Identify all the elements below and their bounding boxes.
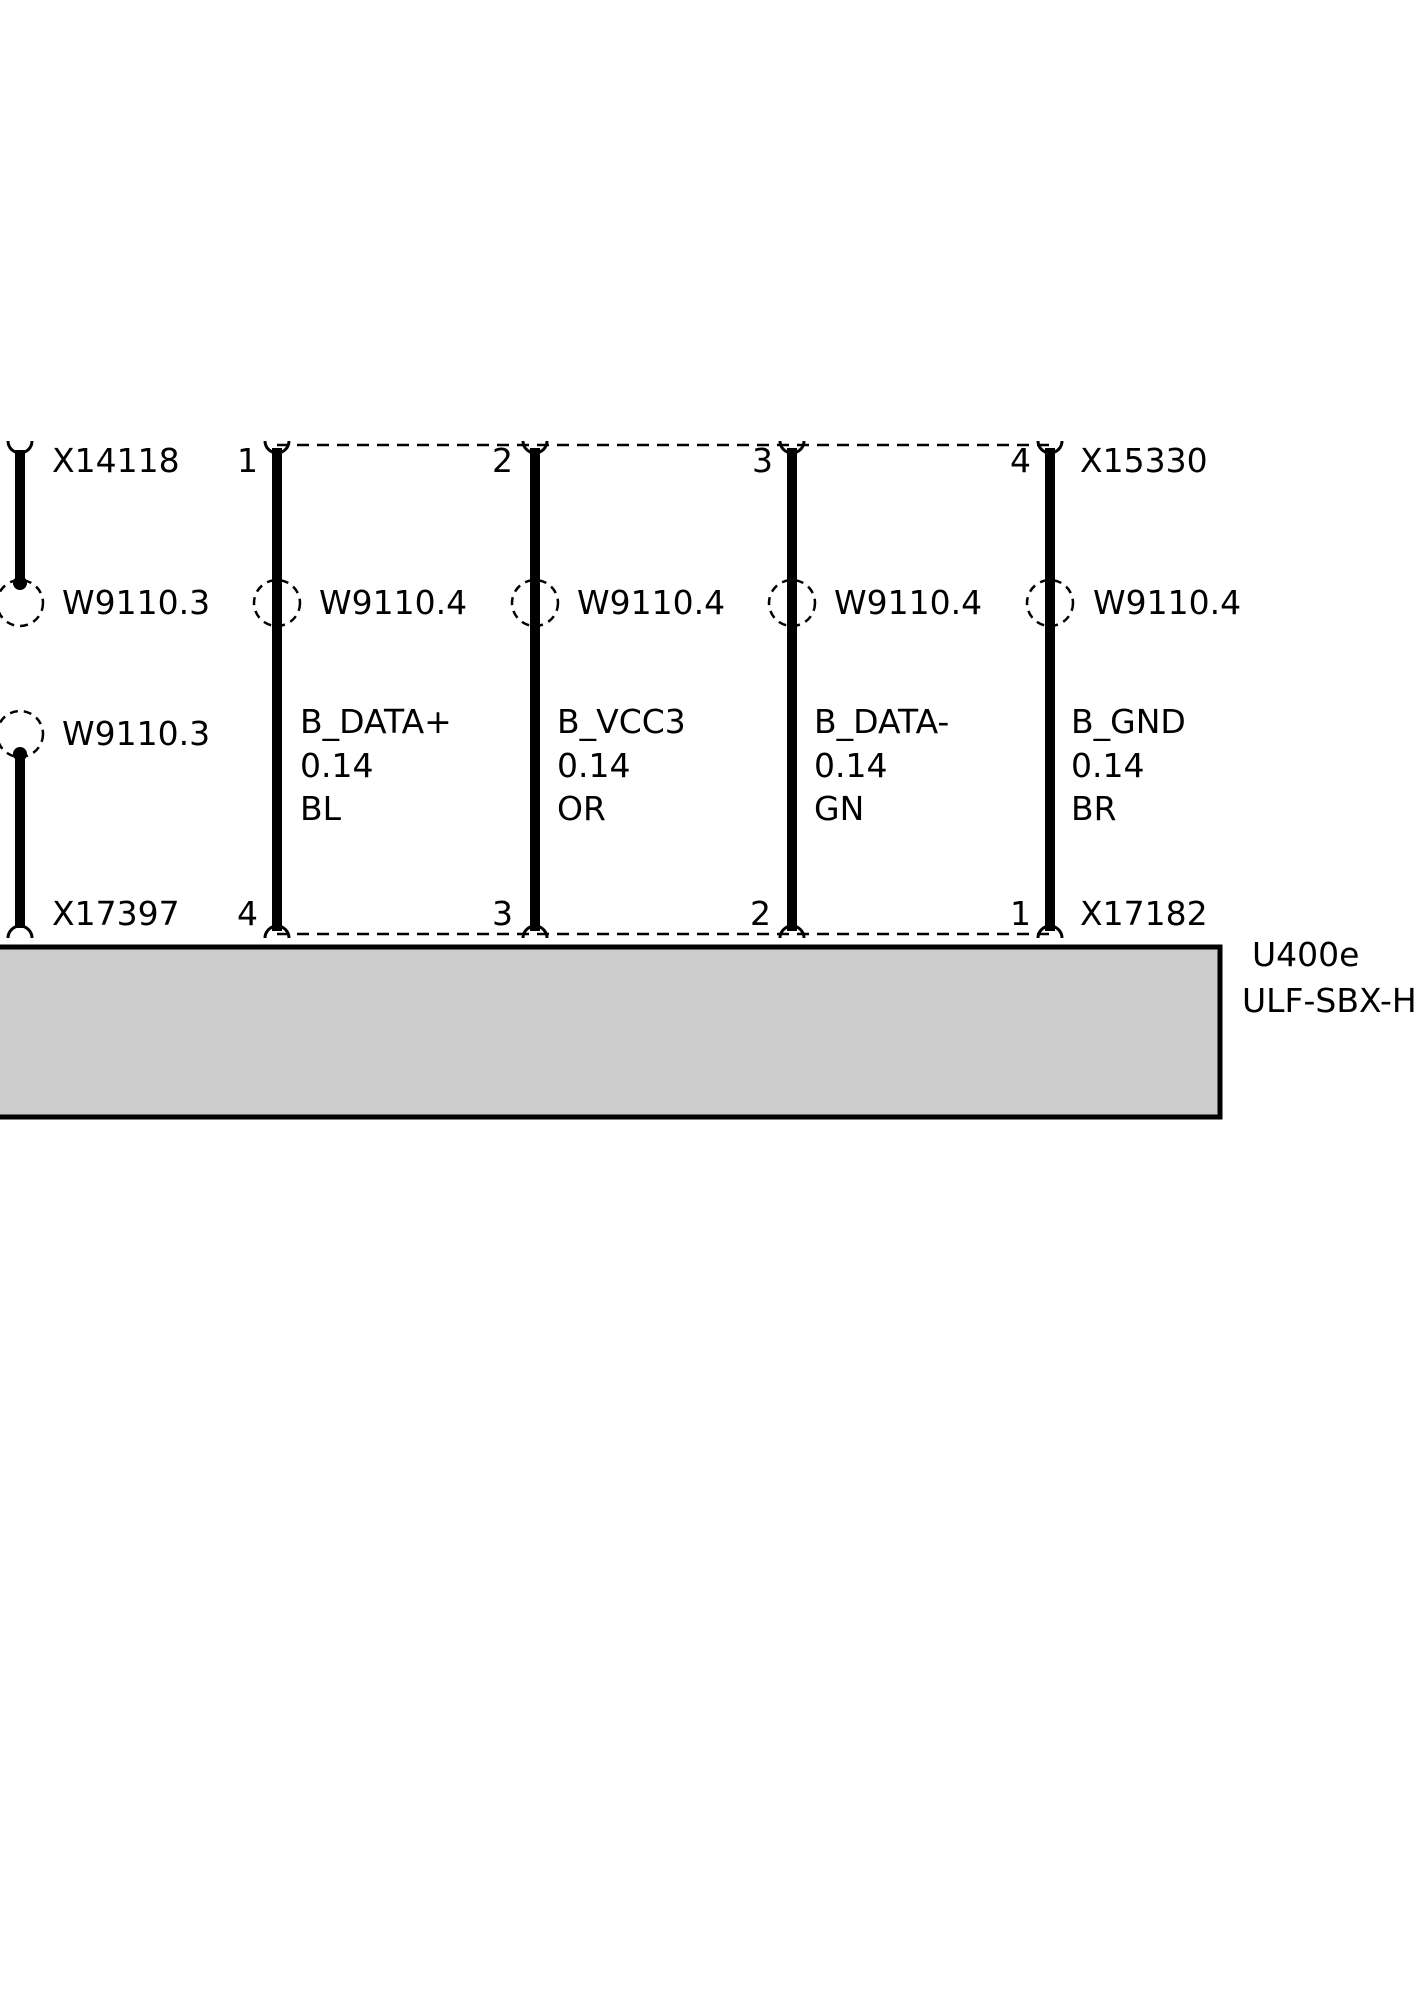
pin-label-top-4: 4 — [1010, 441, 1031, 480]
shield-label-left-top: W9110.3 — [62, 583, 210, 622]
shield-label-left-bottom: W9110.3 — [62, 714, 210, 753]
pin-terminal-bottom-1 — [1036, 924, 1064, 939]
shield-circle-3 — [767, 578, 817, 628]
wire-color-4: BR — [1071, 789, 1117, 828]
connector-label-x17397: X17397 — [52, 894, 180, 933]
pin-label-top-1: 1 — [237, 441, 258, 480]
pin-terminal-x14118 — [6, 440, 34, 455]
shield-label-2: W9110.4 — [577, 583, 725, 622]
connector-label-x17182: X17182 — [1080, 894, 1208, 933]
pin-label-bottom-1: 1 — [1010, 894, 1031, 933]
shield-circle-4 — [1025, 578, 1075, 628]
component-box — [0, 944, 1223, 1120]
connector-label-x14118: X14118 — [52, 441, 180, 480]
connector-label-x15330: X15330 — [1080, 441, 1208, 480]
wire-size-3: 0.14 — [814, 746, 887, 785]
pin-terminal-x17397 — [6, 924, 34, 939]
wire-size-4: 0.14 — [1071, 746, 1144, 785]
shield-circle-left-top — [0, 578, 45, 628]
shield-circle-2 — [510, 578, 560, 628]
shield-circle-1 — [252, 578, 302, 628]
shield-dot-left-bottom — [13, 747, 27, 761]
pin-terminal-top-2 — [521, 440, 549, 455]
pin-label-bottom-2: 2 — [750, 894, 771, 933]
pin-terminal-top-4 — [1036, 440, 1064, 455]
wire-signal-3: B_DATA- — [814, 702, 949, 741]
pin-terminal-bottom-3 — [521, 924, 549, 939]
shield-dot-left-top — [13, 576, 27, 590]
wire-signal-1: B_DATA+ — [300, 702, 452, 741]
shield-label-1: W9110.4 — [319, 583, 467, 622]
pin-terminal-bottom-2 — [778, 924, 806, 939]
wire-size-2: 0.14 — [557, 746, 630, 785]
shield-label-4: W9110.4 — [1093, 583, 1241, 622]
wire-color-1: BL — [300, 789, 342, 828]
pin-label-bottom-4: 4 — [237, 894, 258, 933]
wire-signal-4: B_GND — [1071, 702, 1186, 741]
pin-terminal-top-3 — [778, 440, 806, 455]
wire-color-2: OR — [557, 789, 606, 828]
component-id: U400e — [1252, 935, 1359, 974]
component-name: ULF-SBX-H — [1242, 981, 1417, 1020]
wire-signal-2: B_VCC3 — [557, 702, 686, 741]
pin-label-top-2: 2 — [492, 441, 513, 480]
pin-terminal-top-1 — [263, 440, 291, 455]
wire-size-1: 0.14 — [300, 746, 373, 785]
pin-terminal-bottom-4 — [263, 924, 291, 939]
pin-label-bottom-3: 3 — [492, 894, 513, 933]
shield-label-3: W9110.4 — [834, 583, 982, 622]
pin-label-top-3: 3 — [752, 441, 773, 480]
wire-color-3: GN — [814, 789, 864, 828]
